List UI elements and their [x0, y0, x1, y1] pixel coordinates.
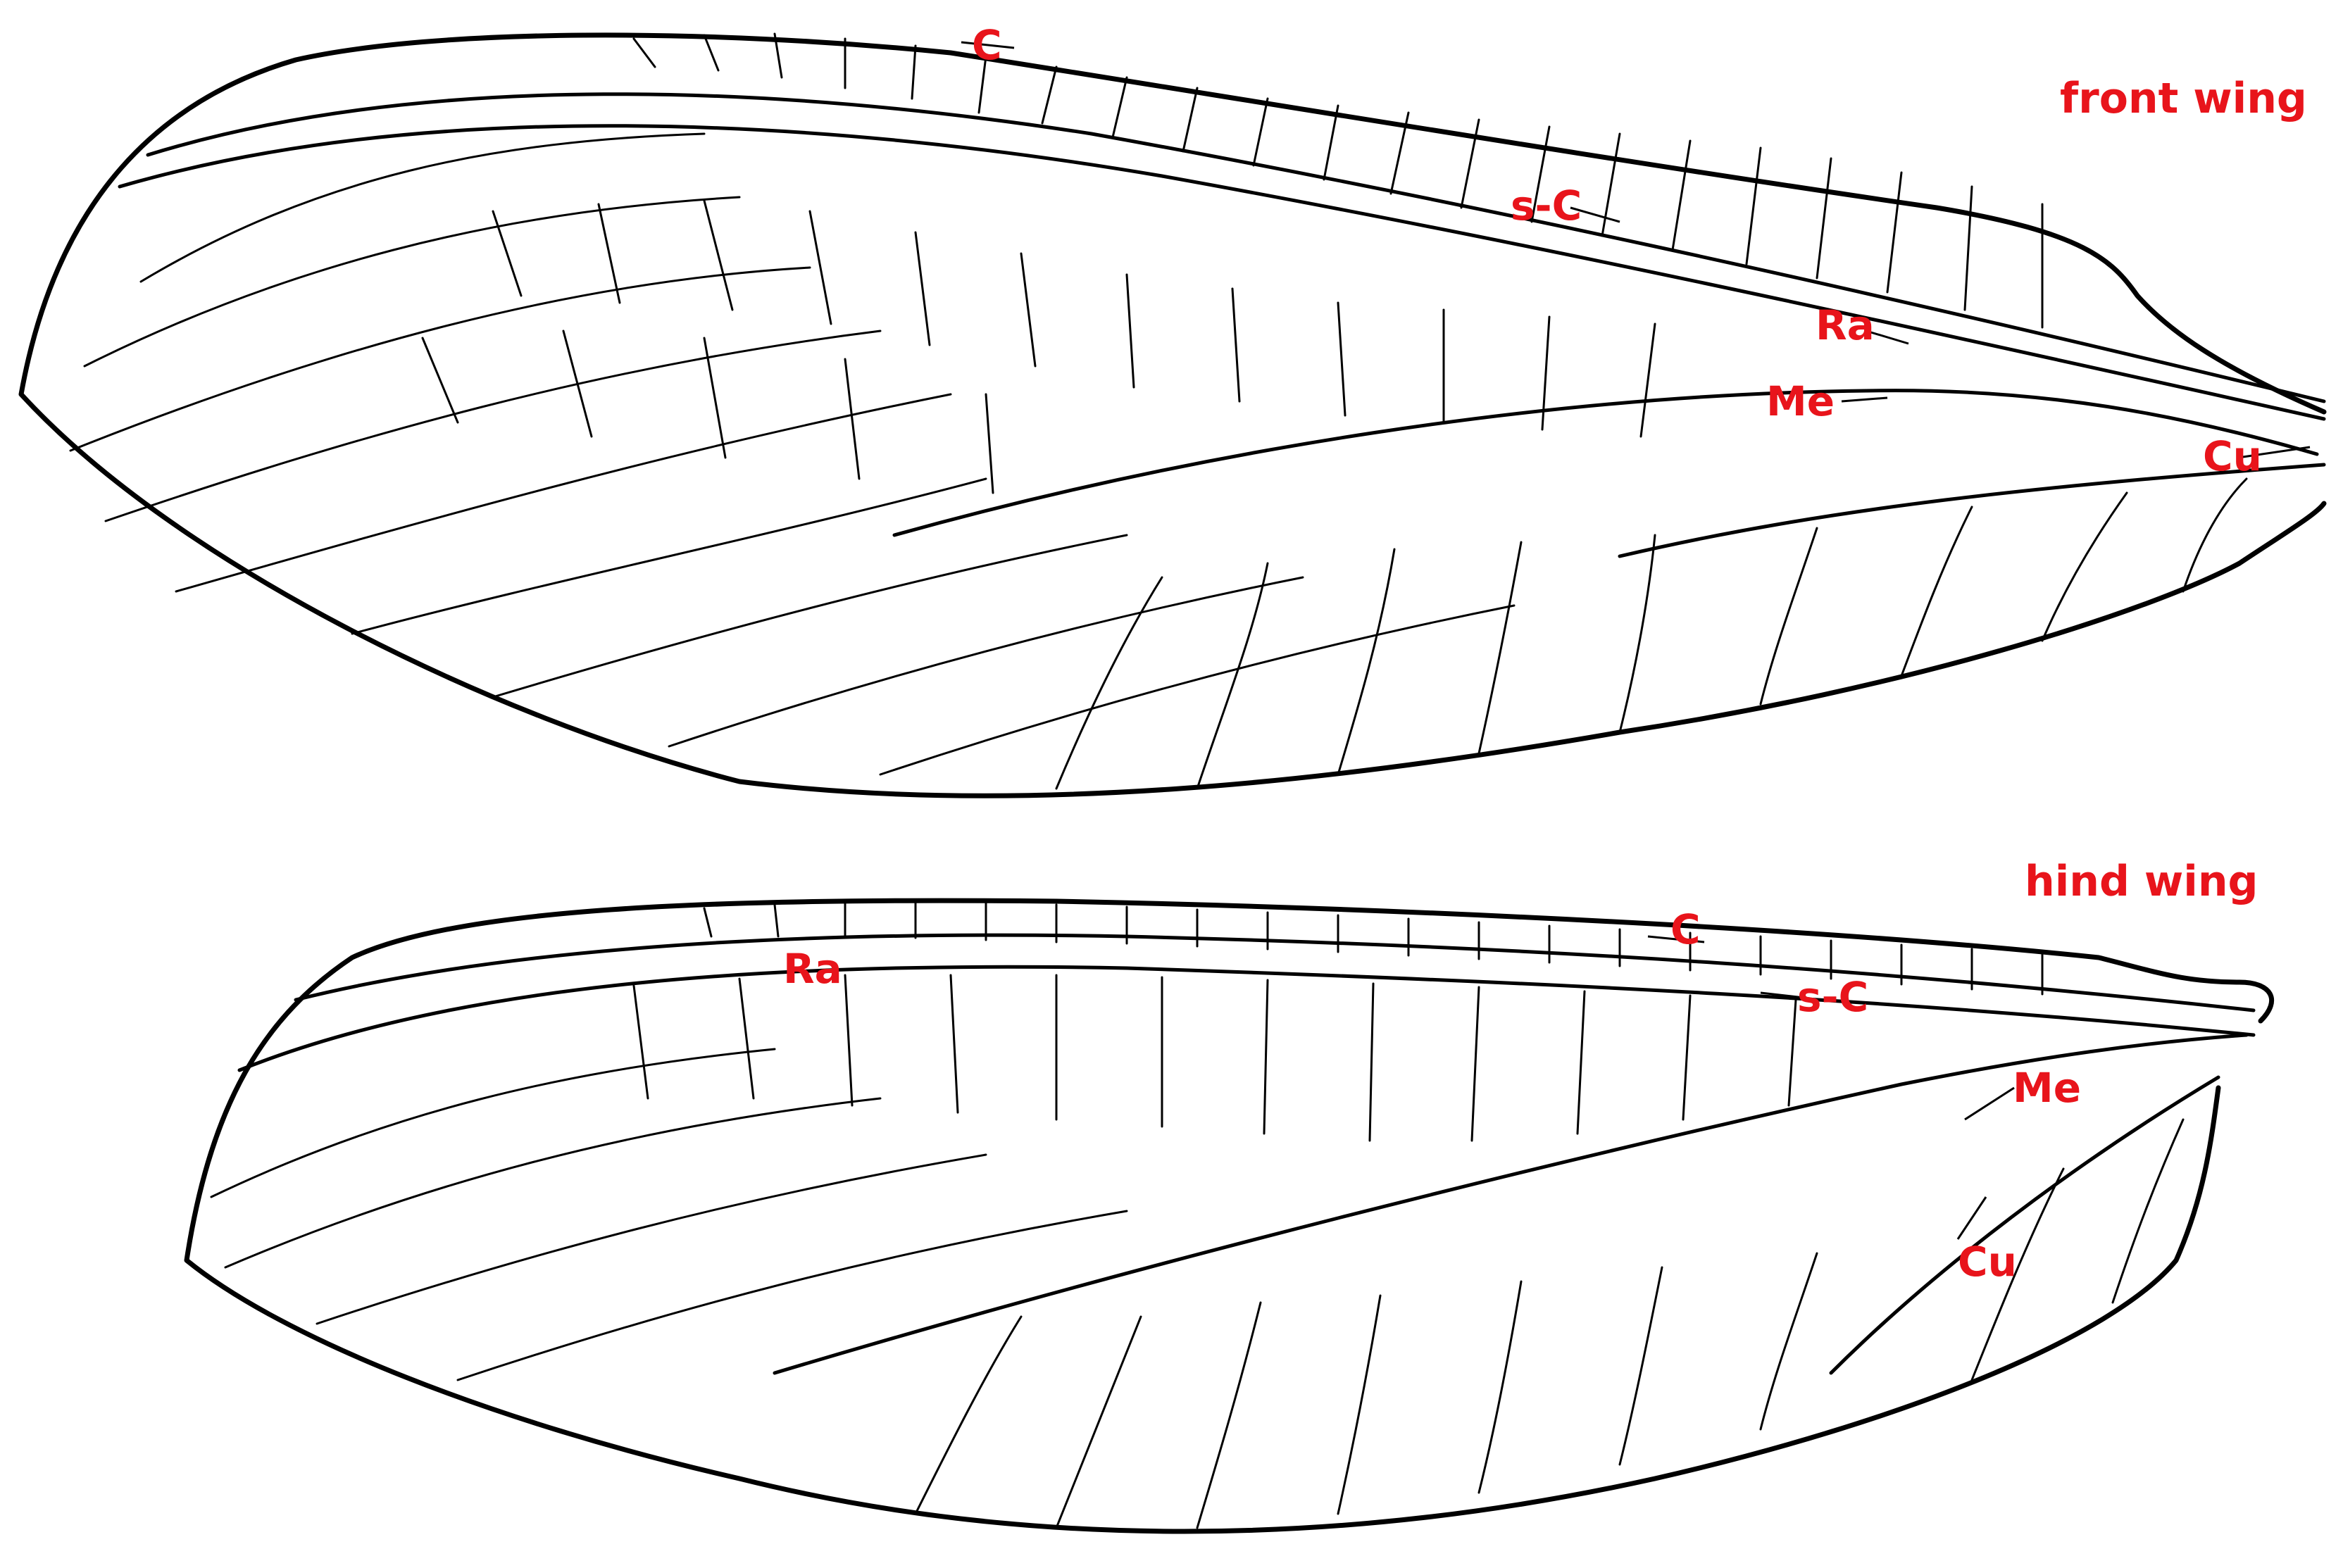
- hind-wing-title: hind wing: [2025, 857, 2258, 906]
- hind-wing-media: [773, 1033, 2249, 1375]
- hind-wing-label-c: C: [1670, 905, 1701, 953]
- hind-wing-radius: [237, 965, 2256, 1072]
- front-wing-label-c: C: [972, 21, 1002, 69]
- front-wing: [18, 32, 2327, 798]
- front-wing-outline: [18, 32, 2327, 798]
- hind-wing-subcosta: [294, 933, 2256, 1012]
- hind-wing-labels: hind wing C s-C Ra Me Cu: [783, 857, 2258, 1286]
- hind-wing-label-me: Me: [2013, 1064, 2081, 1112]
- front-wing-radius: [118, 124, 2326, 421]
- hind-wing-crossveins: [210, 901, 2185, 1529]
- front-wing-cubitus: [1618, 463, 2326, 558]
- hind-wing-label-cu: Cu: [1958, 1238, 2017, 1286]
- front-wing-label-ra: Ra: [1816, 301, 1875, 349]
- hind-wing-cubitus: [1829, 1075, 2220, 1375]
- hind-wing-label-ra: Ra: [783, 945, 842, 993]
- front-wing-media: [892, 389, 2319, 537]
- front-wing-title: front wing: [2060, 74, 2307, 123]
- hind-wing-label-sc: s-C: [1797, 973, 1868, 1021]
- front-wing-crossveins: [69, 32, 2248, 790]
- front-wing-label-cu: Cu: [2203, 432, 2262, 480]
- label-leaders: [961, 41, 2311, 1240]
- hind-wing: [184, 898, 2275, 1534]
- front-wing-label-sc: s-C: [1511, 182, 1582, 230]
- front-wing-subcosta: [146, 92, 2326, 403]
- front-wing-label-me: Me: [1766, 377, 1835, 425]
- hind-wing-outline: [184, 898, 2275, 1534]
- front-wing-labels: front wing C s-C Ra Me Cu: [972, 21, 2307, 480]
